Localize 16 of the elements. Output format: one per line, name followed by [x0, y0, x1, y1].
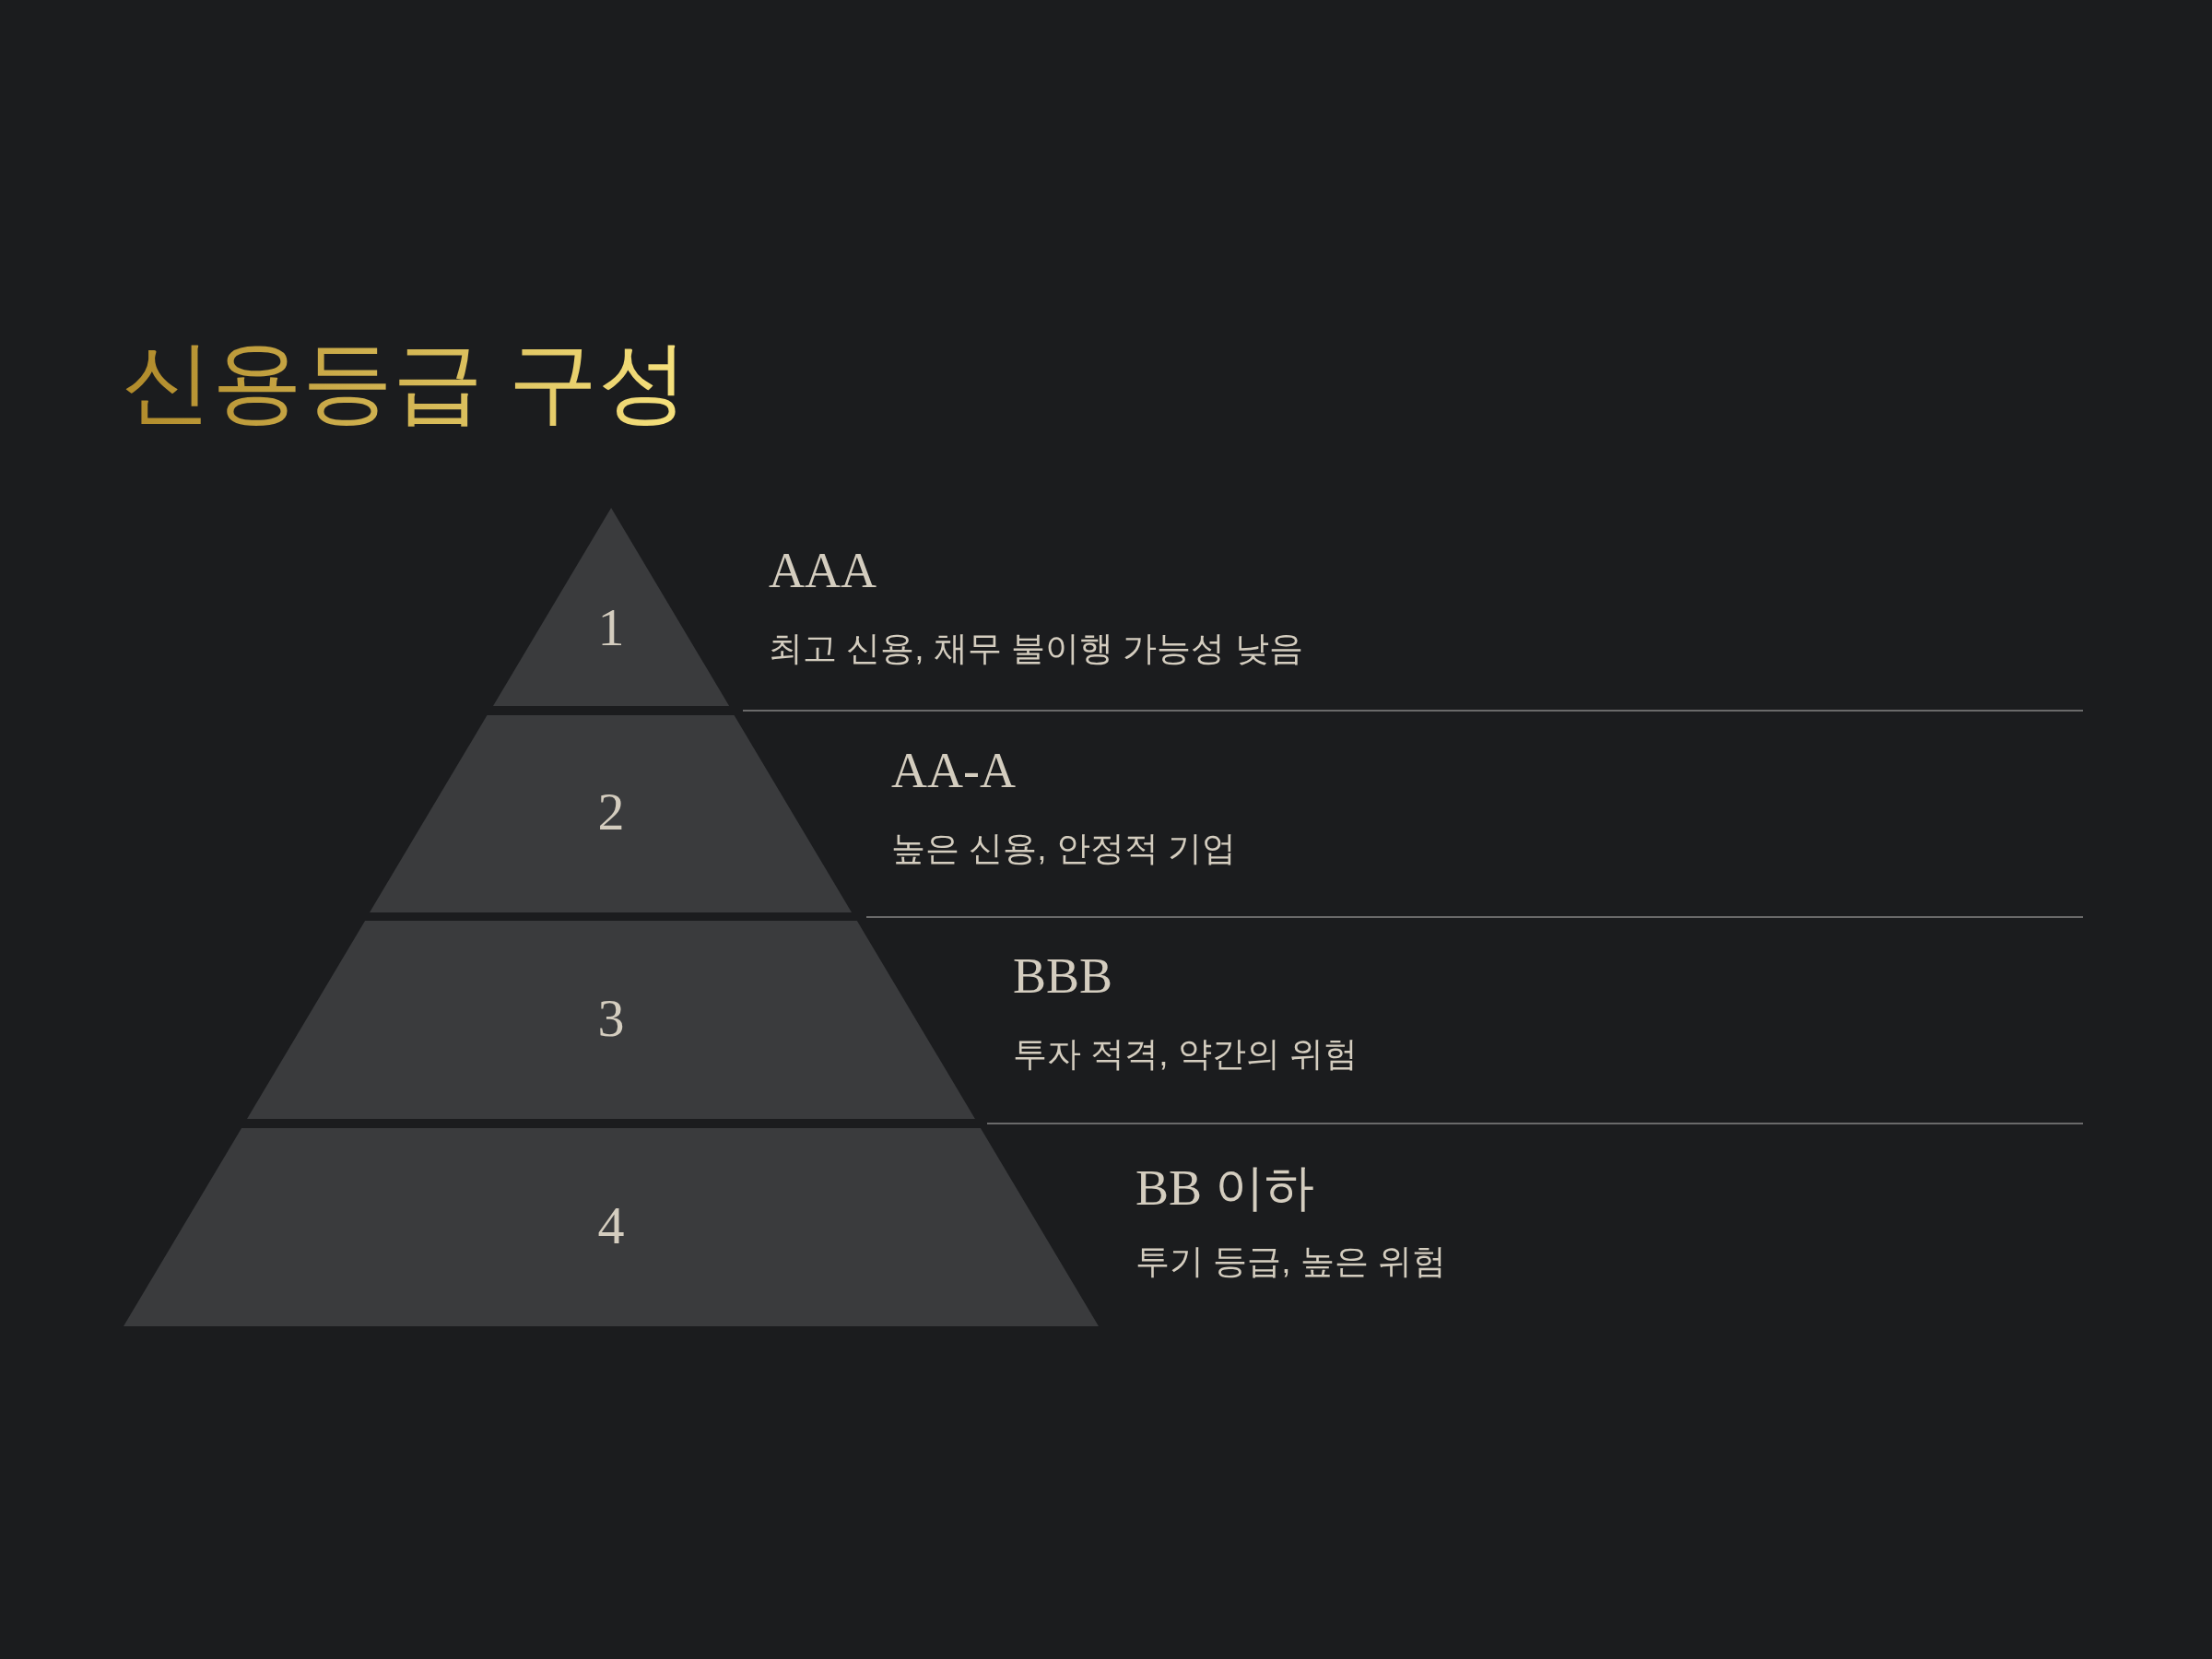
tier-number: 1: [597, 595, 625, 658]
pyramid-tier: [370, 715, 853, 912]
rating-heading: BBB: [1013, 947, 1113, 1005]
rating-description: 높은 신용, 안정적 기업: [891, 829, 1237, 869]
rating-heading: AA-A: [891, 742, 1016, 799]
tier-number: 4: [597, 1194, 625, 1256]
rating-description: 최고 신용, 채무 불이행 가능성 낮음: [769, 629, 1303, 669]
rating-heading: BB 이하: [1135, 1159, 1314, 1218]
rating-description: 투기 등급, 높은 위험: [1135, 1241, 1447, 1282]
rating-heading: AAA: [769, 542, 877, 599]
tier-number: 3: [597, 986, 625, 1049]
rating-description: 투자 적격, 약간의 위험: [1013, 1034, 1359, 1075]
pyramid-tier: [247, 921, 975, 1119]
tier-number: 2: [597, 781, 625, 842]
pyramid-tier: [492, 508, 730, 706]
pyramid-tier: [124, 1128, 1099, 1326]
